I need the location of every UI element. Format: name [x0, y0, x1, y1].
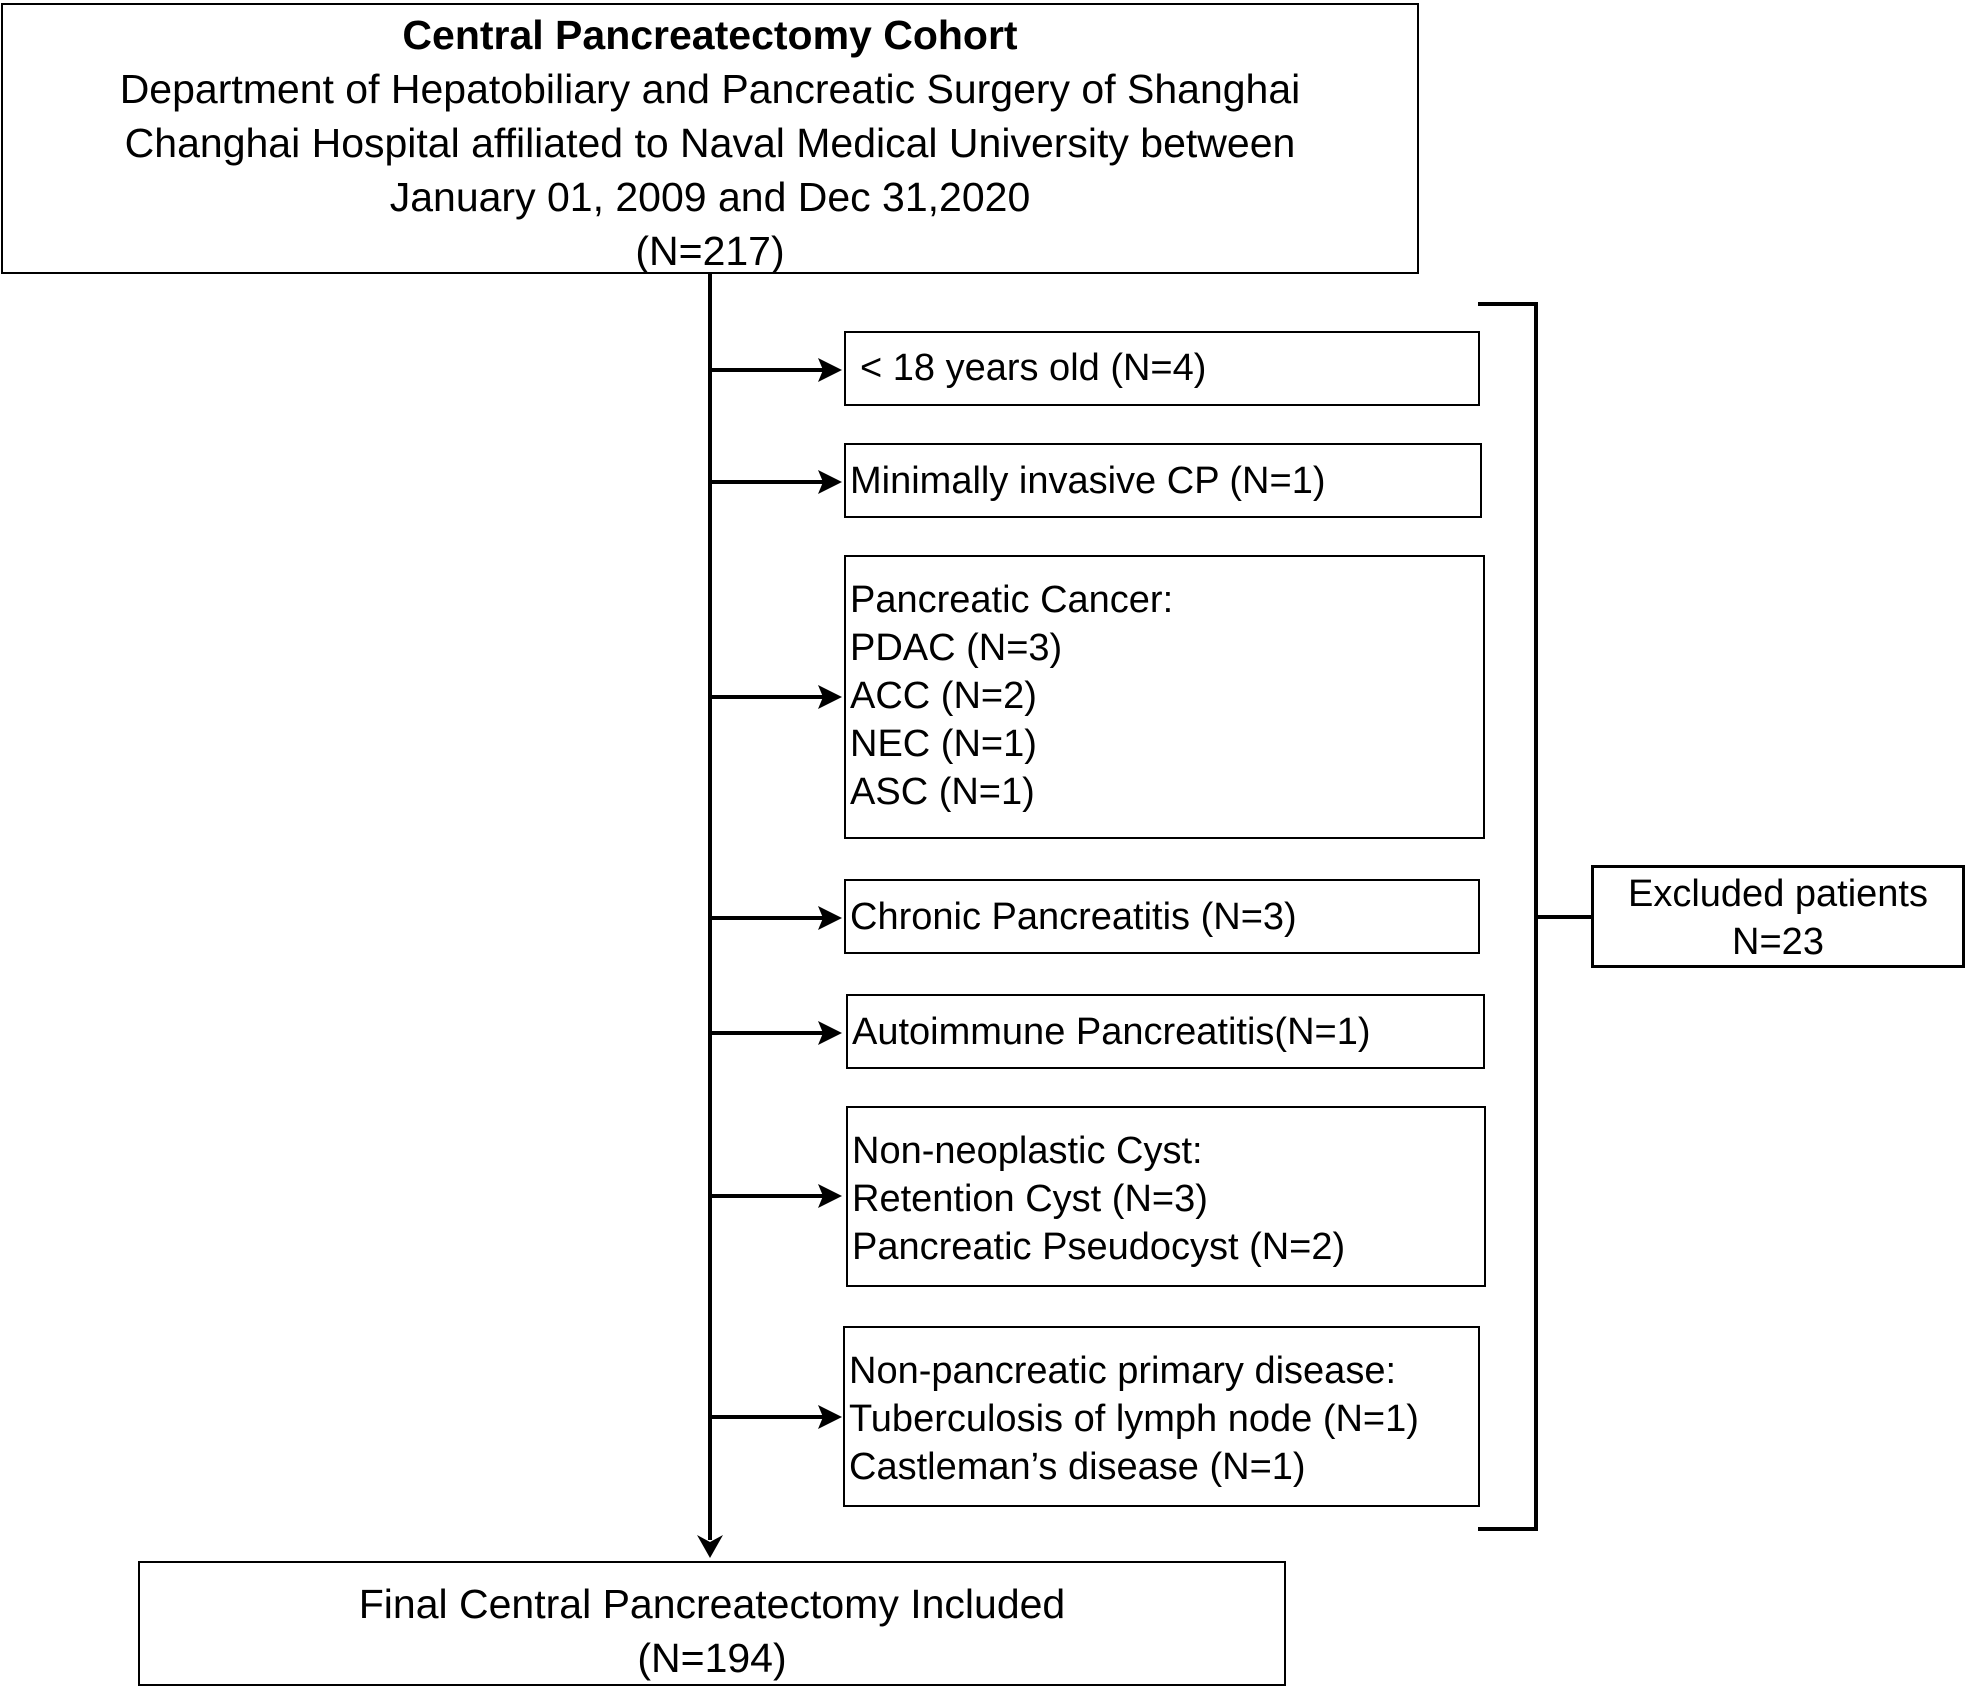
exclusion-line: Tuberculosis of lymph node (N=1) [849, 1398, 1419, 1440]
excluded-summary-label: Excluded patients [1628, 873, 1928, 915]
exclusion-line: PDAC (N=3) [850, 627, 1063, 669]
cohort-title: Central Pancreatectomy Cohort [402, 12, 1018, 58]
exclusion-line: < 18 years old (N=4) [860, 347, 1207, 389]
exclusion-line: ACC (N=2) [850, 675, 1037, 717]
exclusion-box-age: < 18 years old (N=4) [844, 331, 1480, 406]
excluded-summary-count: N=23 [1732, 921, 1824, 963]
exclusion-line: Minimally invasive CP (N=1) [850, 460, 1326, 502]
exclusion-arrowhead [818, 685, 842, 709]
exclusion-line: Non-neoplastic Cyst: [852, 1130, 1203, 1172]
exclusion-arrowhead [818, 1405, 842, 1429]
exclusion-line: Pancreatic Cancer: [850, 579, 1174, 621]
final-cohort-box: Final Central Pancreatectomy Included (N… [138, 1561, 1286, 1686]
exclusion-arrowhead [818, 906, 842, 930]
exclusion-line: Autoimmune Pancreatitis(N=1) [852, 1011, 1371, 1053]
exclusion-box-autoimmune-pancreatitis: Autoimmune Pancreatitis(N=1) [846, 994, 1485, 1069]
exclusion-box-non-pancreatic-disease: Non-pancreatic primary disease: Tubercul… [843, 1326, 1480, 1507]
exclusion-box-non-neoplastic-cyst: Non-neoplastic Cyst: Retention Cyst (N=3… [846, 1106, 1486, 1287]
exclusion-box-pancreatic-cancer: Pancreatic Cancer: PDAC (N=3) ACC (N=2) … [844, 555, 1485, 839]
main-flow-arrowhead [697, 1535, 723, 1558]
exclusion-arrowhead [818, 358, 842, 382]
exclusion-line: Chronic Pancreatitis (N=3) [850, 896, 1297, 938]
exclusion-line: ASC (N=1) [850, 771, 1035, 813]
exclusion-line: Non-pancreatic primary disease: [849, 1350, 1397, 1392]
exclusion-bracket [1478, 302, 1538, 1531]
cohort-description-line: Department of Hepatobiliary and Pancreat… [119, 66, 1301, 112]
exclusion-arrowheads [818, 358, 842, 1429]
exclusion-line: Retention Cyst (N=3) [852, 1178, 1208, 1220]
final-cohort-count: (N=194) [637, 1635, 787, 1681]
exclusion-line: Pancreatic Pseudocyst (N=2) [852, 1226, 1346, 1268]
cohort-description-line: January 01, 2009 and Dec 31,2020 [389, 174, 1031, 220]
cohort-count: (N=217) [635, 228, 785, 274]
exclusion-arrowhead [818, 1184, 842, 1208]
final-cohort-label: Final Central Pancreatectomy Included [358, 1581, 1066, 1627]
exclusion-arrowhead [818, 1021, 842, 1045]
exclusion-box-chronic-pancreatitis: Chronic Pancreatitis (N=3) [844, 879, 1480, 954]
exclusion-line: Castleman’s disease (N=1) [849, 1446, 1306, 1488]
exclusion-arrowhead [818, 470, 842, 494]
exclusion-box-minimally-invasive: Minimally invasive CP (N=1) [844, 443, 1482, 518]
exclusion-arrows [710, 368, 832, 1419]
excluded-summary-box: Excluded patients N=23 [1591, 865, 1965, 968]
cohort-box: Central Pancreatectomy Cohort Department… [1, 3, 1419, 274]
cohort-description-line: Changhai Hospital affiliated to Naval Me… [124, 120, 1296, 166]
exclusion-line: NEC (N=1) [850, 723, 1037, 765]
